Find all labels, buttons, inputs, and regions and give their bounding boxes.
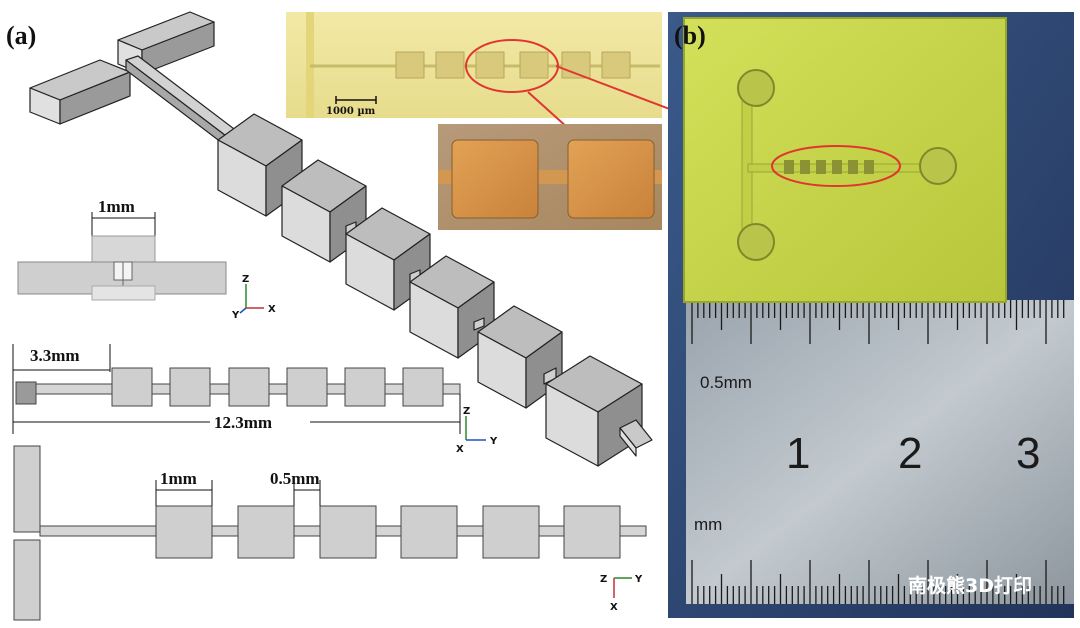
axis-label-y: Y [634, 574, 643, 585]
isometric-device [29, 11, 653, 467]
chip-highlight-circle [771, 145, 901, 187]
axis-triad-side: Z X Y [231, 274, 276, 321]
chamber-cube-4 [409, 255, 495, 359]
axis-label-z: Z [463, 406, 470, 417]
top-plan-view: 1mm 0.5mm [13, 445, 647, 621]
front-elevation-view: 3.3mm 12.3mm [12, 344, 461, 434]
axis-label-x: X [456, 444, 464, 455]
panel-b-label: (b) [674, 21, 706, 50]
dim-chamber-width: 1mm [160, 469, 197, 488]
micrograph-inset: 1000 µm [286, 12, 662, 129]
dim-gap: 0.5mm [270, 469, 320, 488]
chamber-cube-2 [281, 159, 367, 263]
watermark: 南极熊3D打印 [908, 574, 1032, 597]
chamber-cube-5 [477, 305, 563, 409]
ruler-number-1: 1 [786, 429, 810, 478]
chamber-cube-6 [545, 355, 643, 467]
axis-triad-top: Z Y X [600, 574, 643, 613]
chip-chambers [784, 160, 874, 174]
axis-label-y: Y [231, 310, 240, 321]
chamber-cube-3 [345, 207, 431, 311]
axis-label-z: Z [600, 574, 607, 585]
outlet-channel [619, 419, 653, 457]
ruler-number-3: 3 [1016, 429, 1040, 478]
axis-label-x: X [268, 304, 276, 315]
dim-offset: 3.3mm [30, 346, 80, 365]
printed-chip [683, 17, 1007, 303]
outlet-port [919, 147, 957, 185]
inlet-port-bottom [737, 223, 775, 261]
axis-label-y: Y [489, 436, 498, 447]
ruler-number-2: 2 [898, 429, 922, 478]
ruler-ticks [691, 300, 1065, 604]
inlet-port-top [737, 69, 775, 107]
axis-label-x: X [610, 602, 618, 613]
t-junction-arm-left [29, 59, 131, 125]
ruler [686, 300, 1074, 604]
cross-section-view: 1mm [17, 197, 227, 301]
dim-total-length: 12.3mm [214, 413, 272, 432]
scale-bar-label: 1000 µm [326, 106, 376, 117]
axis-triad-front: Z Y X [456, 406, 498, 455]
photo-panel: 0.5mm mm 1 2 3 [668, 12, 1074, 618]
panel-a-label: (a) [6, 21, 36, 50]
ruler-unit-top: 0.5mm [700, 373, 752, 392]
callout-line [527, 91, 569, 129]
ruler-unit-bottom: mm [694, 515, 722, 534]
axis-label-z: Z [242, 274, 249, 285]
dim-inlet-width: 1mm [98, 197, 135, 216]
zoomed-micrograph [438, 124, 662, 230]
